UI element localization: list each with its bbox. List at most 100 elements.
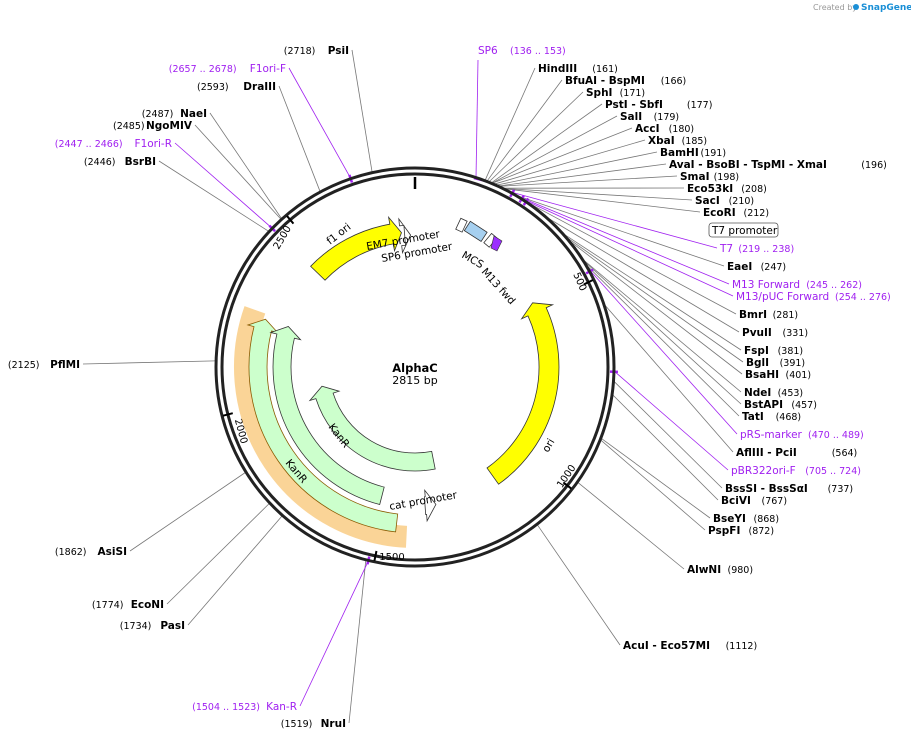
enzyme-econi-name: EcoNI <box>131 599 164 611</box>
primer-f1ori-f-position: (2657 .. 2678) <box>169 64 237 75</box>
enzyme-alwni-position: (980) <box>728 565 754 576</box>
enzyme-acui: AcuI - Eco57MI (1112) <box>623 640 757 652</box>
enzyme-psti: PstI - SbfI(177) <box>605 99 712 111</box>
snapgene-logo-icon <box>853 4 859 10</box>
enzyme-bfuai: BfuAI - BspMI(166) <box>565 75 686 87</box>
enzyme-bcivi: BciVI (767) <box>721 495 787 507</box>
enzyme-fspi: FspI(381) <box>744 345 803 357</box>
site-labels: HindIII(161)BfuAI - BspMI(166)SphI(171)P… <box>8 45 891 730</box>
enzyme-draiii-name: DraIII <box>243 81 276 93</box>
enzyme-smai-position: (198) <box>714 172 740 183</box>
enzyme-bmri: BmrI(281) <box>739 309 798 321</box>
enzyme-ndei: NdeI(453) <box>744 387 803 399</box>
enzyme-psii-position: (2718) <box>284 46 316 57</box>
enzyme-eaei: EaeI(247) <box>727 261 786 273</box>
primer-sp6-position: (136 .. 153) <box>510 46 566 57</box>
enzyme-bstapi-name: BstAPI <box>744 399 783 411</box>
primer-prs-marker-position: (470 .. 489) <box>808 430 864 441</box>
kanr-selection-highlight <box>234 306 408 548</box>
tick-label: 1500 <box>379 552 404 563</box>
enzyme-psii: PsiI (2718) <box>284 45 349 57</box>
enzyme-bsssi-position: (737) <box>828 484 854 495</box>
enzyme-afliii: AflIII - PciI(564) <box>736 447 857 459</box>
primer-t7: T7(219 .. 238) <box>719 243 794 255</box>
t7-promoter-label-box <box>708 222 779 238</box>
enzyme-bsssi-name: BssSI - BssSαI <box>725 483 808 495</box>
enzyme-draiii-position: (2593) <box>197 82 229 93</box>
enzyme-acci-position: (180) <box>669 124 695 135</box>
enzyme-bsrbi-position: (2446) <box>84 157 116 168</box>
sp6-promoter-arrow <box>455 217 468 233</box>
enzyme-acui-name: AcuI - Eco57MI <box>623 640 710 652</box>
kanr-inner-arrow <box>308 385 436 472</box>
enzyme-nrui-name: NruI <box>321 718 346 730</box>
feature-label-mcs: MCS <box>460 249 486 271</box>
primer-pbr322ori-f-position: (705 .. 724) <box>805 466 861 477</box>
enzyme-avai: AvaI - BsoBI - TspMI - XmaI (196) <box>669 159 887 171</box>
enzyme-bcivi-name: BciVI <box>721 495 751 507</box>
enzyme-eco53ki: Eco53kI(208) <box>687 183 767 195</box>
tick-mark <box>562 481 572 490</box>
m13-fwd-arrow <box>490 235 503 252</box>
primer-sp6-name: SP6 <box>478 45 498 57</box>
plasmid-name: AlphaC <box>392 361 437 375</box>
enzyme-bseyi-name: BseYI <box>713 513 746 525</box>
primer-prs-marker-name: pRS-marker <box>740 429 803 441</box>
enzyme-pflmi-position: (2125) <box>8 360 40 371</box>
enzyme-hindiii: HindIII(161) <box>538 63 618 75</box>
enzyme-tati: TatI(468) <box>742 411 801 423</box>
enzyme-psii-name: PsiI <box>328 45 349 57</box>
enzyme-naei-position: (2487) <box>142 109 174 120</box>
enzyme-nrui-position: (1519) <box>281 719 313 730</box>
primer-f1ori-r-name: F1ori-R <box>135 138 172 150</box>
enzyme-sphi-name: SphI <box>586 87 612 99</box>
enzyme-pasi-position: (1734) <box>120 621 152 632</box>
enzyme-psti-name: PstI - SbfI <box>605 99 663 111</box>
enzyme-avai-name: AvaI - BsoBI - TspMI - XmaI <box>669 159 827 171</box>
enzyme-bsrbi-name: BsrBI <box>125 156 156 168</box>
enzyme-ecori-name: EcoRI <box>703 207 736 219</box>
feature-label-t7-promoter: T7 promoter <box>711 225 778 237</box>
enzyme-alwni: AlwNI(980) <box>687 564 753 576</box>
mcs-block <box>463 220 488 243</box>
enzyme-avai-position: (196) <box>861 160 887 171</box>
em7-promoter-arrow <box>398 217 412 255</box>
primer-kan-r-position: (1504 .. 1523) <box>192 702 260 713</box>
enzyme-ngomiv-name: NgoMIV <box>146 120 193 132</box>
enzyme-bseyi-position: (868) <box>754 514 780 525</box>
enzyme-bgli: BglI(391) <box>746 357 805 369</box>
enzyme-naei-name: NaeI <box>180 108 207 120</box>
primer-m13-forward-position: (245 .. 262) <box>806 280 862 291</box>
primer-f1ori-f: F1ori-F(2657 .. 2678) <box>169 63 286 75</box>
enzyme-pasi-name: PasI <box>160 620 185 632</box>
enzyme-xbai: XbaI(185) <box>648 135 707 147</box>
enzyme-bstapi-position: (457) <box>791 400 817 411</box>
feature-label-ori: ori <box>540 437 557 455</box>
feature-label-m13fwd: M13 fwd <box>479 266 518 307</box>
tick-mark <box>222 412 234 417</box>
enzyme-econi: EcoNI (1774) <box>92 599 164 611</box>
enzyme-tati-name: TatI <box>742 411 764 423</box>
enzyme-bsrbi: BsrBI (2446) <box>84 156 156 168</box>
enzyme-eco53ki-name: Eco53kI <box>687 183 733 195</box>
f1-ori-arrow <box>310 215 402 281</box>
primer-pbr322ori-f-name: pBR322ori-F <box>731 465 796 477</box>
enzyme-acui-position: (1112) <box>726 641 758 652</box>
enzyme-fspi-position: (381) <box>778 346 804 357</box>
primer-m13-forward: M13 Forward(245 .. 262) <box>732 279 862 291</box>
enzyme-sali: SalI(179) <box>620 111 679 123</box>
tick-mark <box>286 215 295 225</box>
enzyme-econi-position: (1774) <box>92 600 124 611</box>
primer-prs-marker: pRS-marker (470 .. 489) <box>740 429 864 441</box>
credit-prefix: Created by <box>813 3 857 12</box>
snapgene-brand[interactable]: SnapGene <box>861 3 911 13</box>
enzyme-draiii: DraIII (2593) <box>197 81 276 93</box>
enzyme-eaei-position: (247) <box>761 262 787 273</box>
enzyme-asisi-name: AsiSI <box>98 546 127 558</box>
enzyme-acci: AccI(180) <box>635 123 694 135</box>
enzyme-bstapi: BstAPI (457) <box>744 399 817 411</box>
enzyme-bmri-name: BmrI <box>739 309 767 321</box>
backbone-outer-circle <box>214 166 616 568</box>
enzyme-bcivi-position: (767) <box>762 496 788 507</box>
